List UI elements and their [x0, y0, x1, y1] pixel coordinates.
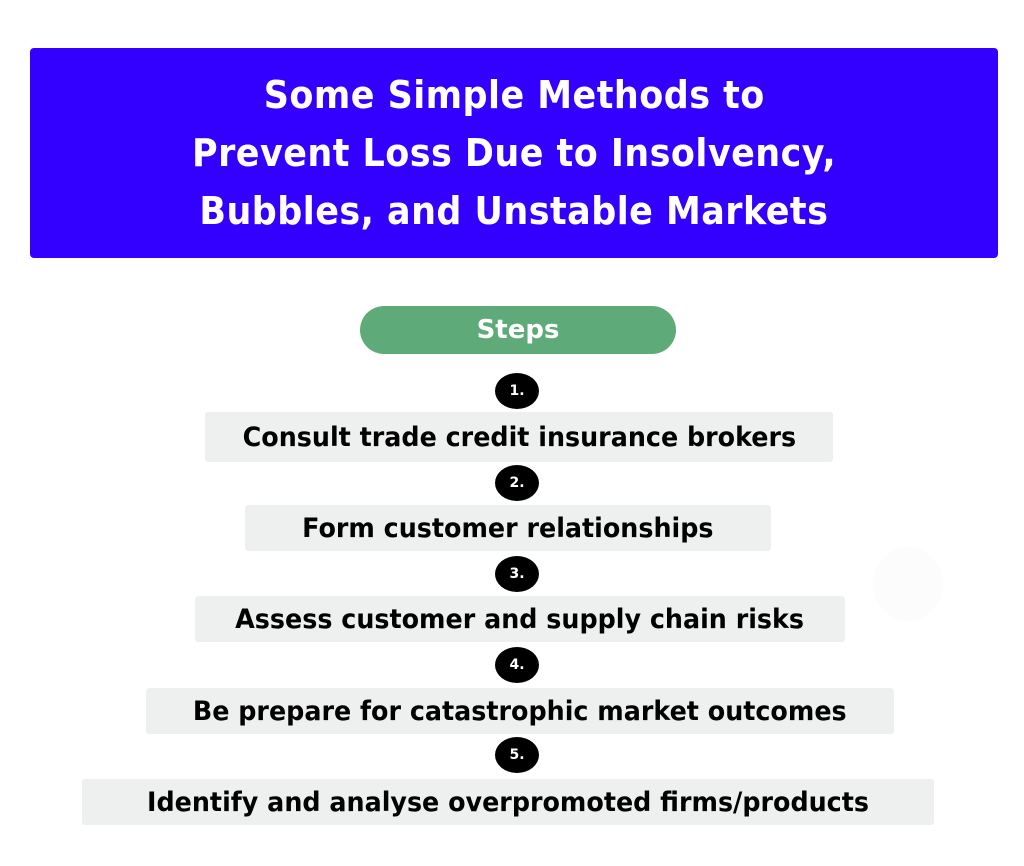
step-number-badge: 5.	[495, 737, 539, 773]
title-line-3: Bubbles, and Unstable Markets	[199, 189, 829, 233]
steps-header: Steps	[360, 306, 676, 354]
step-number-badge: 4.	[495, 647, 539, 683]
step-item: Consult trade credit insurance brokers	[205, 412, 833, 462]
decorative-circle	[873, 547, 943, 621]
step-text: Be prepare for catastrophic market outco…	[193, 695, 847, 727]
title-line-2: Prevent Loss Due to Insolvency,	[191, 131, 837, 175]
step-text: Identify and analyse overpromoted firms/…	[147, 786, 869, 818]
step-item: Form customer relationships	[245, 505, 771, 551]
title-line-1: Some Simple Methods to	[263, 73, 765, 117]
step-number-badge: 2.	[495, 465, 539, 501]
title-banner: Some Simple Methods to Prevent Loss Due …	[30, 48, 998, 258]
step-item: Be prepare for catastrophic market outco…	[146, 688, 894, 734]
step-number-badge: 1.	[495, 373, 539, 409]
step-item: Identify and analyse overpromoted firms/…	[82, 779, 934, 825]
step-text: Form customer relationships	[302, 512, 714, 544]
step-text: Assess customer and supply chain risks	[235, 603, 805, 635]
step-number-badge: 3.	[495, 556, 539, 592]
step-text: Consult trade credit insurance brokers	[242, 421, 796, 453]
step-item: Assess customer and supply chain risks	[195, 596, 845, 642]
